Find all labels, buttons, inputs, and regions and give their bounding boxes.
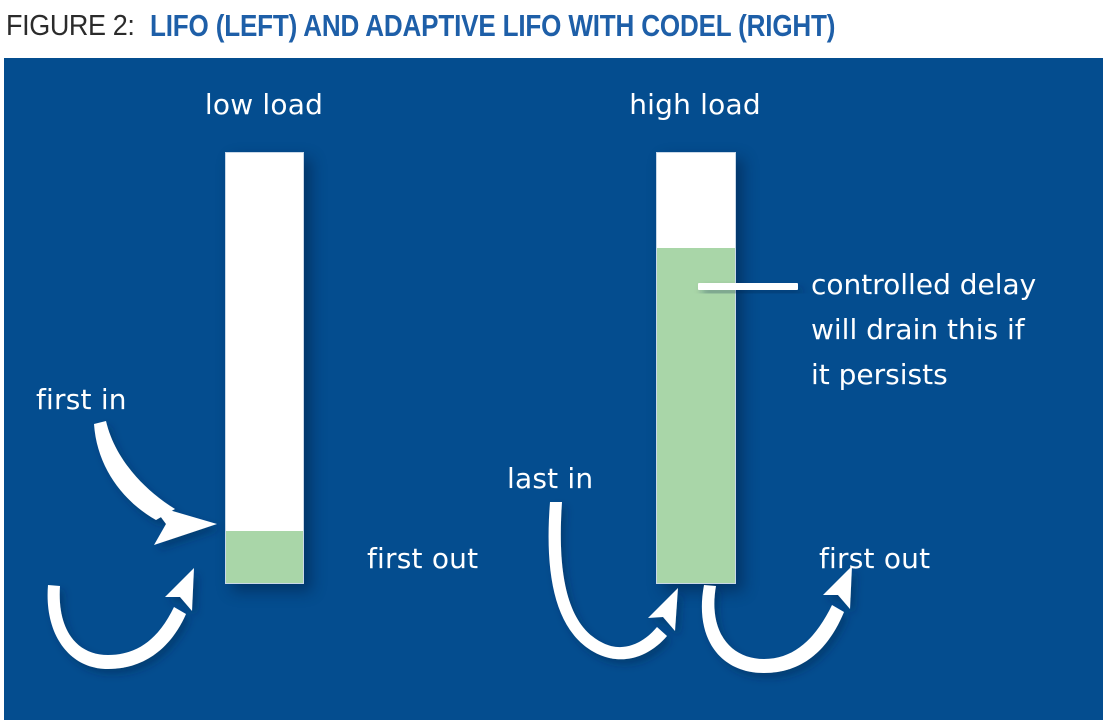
figure-title-main: LIFO (LEFT) AND ADAPTIVE LIFO WITH CODEL… [150,8,836,43]
callout-line-2: will drain this if [811,313,1025,346]
callout-line-1: controlled delay [811,268,1037,301]
label-first-out-high-load: first out [819,542,931,575]
label-first-in-low-load: first in [36,383,127,416]
curved-arrow-up-right-icon [47,568,194,669]
column-heading-high-load: high load [629,88,761,121]
queue-fill-low-load [226,531,303,583]
figure-title: FIGURE 2: LIFO (LEFT) AND ADAPTIVE LIFO … [6,2,1101,50]
diagram-panel: low load high load first in first out la… [4,58,1103,720]
label-last-in-high-load: last in [507,462,594,495]
curved-arrow-down-right-icon [94,421,217,545]
label-first-out-low-load: first out [367,542,479,575]
queue-bar-low-load [225,152,304,584]
queue-bar-high-load [656,152,736,584]
column-heading-low-load: low load [204,88,324,121]
figure-title-prefix: FIGURE 2: [6,9,135,42]
callout-line-3: it persists [811,358,948,391]
queue-fill-high-load [657,247,735,583]
callout-controlled-delay: controlled delay will drain this if it p… [811,262,1095,397]
